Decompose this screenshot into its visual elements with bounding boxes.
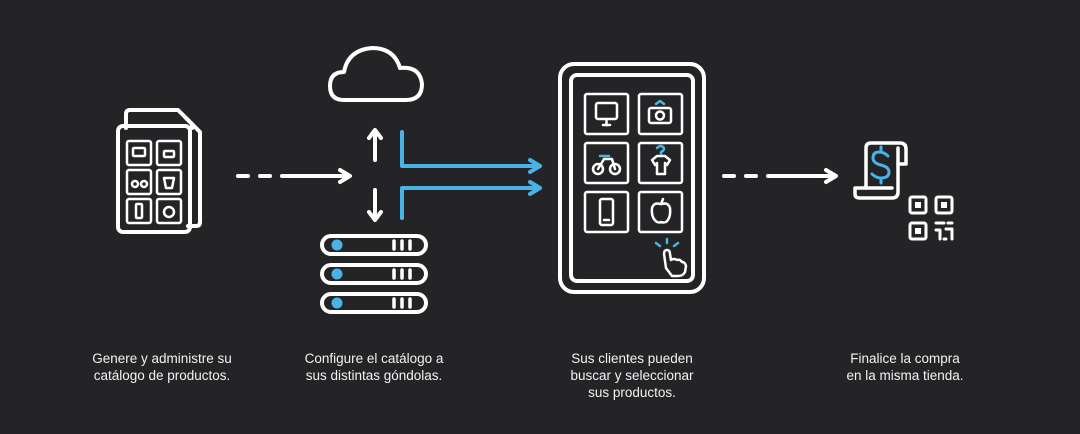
caption-line: sus distintas góndolas. xyxy=(305,368,443,383)
catalog-documents-icon xyxy=(116,108,202,234)
step-4-caption: Finalice la compra en la misma tienda. xyxy=(805,350,1005,384)
tablet-icon xyxy=(558,62,706,294)
distribution-arrows xyxy=(400,130,542,220)
step-3-caption: Sus clientes pueden buscar y seleccionar… xyxy=(532,350,732,401)
caption-line: catálogo de productos. xyxy=(93,368,231,383)
caption-line: buscar y seleccionar xyxy=(570,368,694,383)
caption-line: Finalice la compra xyxy=(850,351,960,366)
caption-line: Sus clientes pueden xyxy=(571,351,693,366)
flow-arrow-1 xyxy=(236,168,352,184)
cloud-icon xyxy=(328,46,424,102)
caption-line: sus productos. xyxy=(588,385,676,400)
server-stack-icon xyxy=(320,234,428,314)
flow-arrow-2 xyxy=(722,168,838,184)
caption-line: Configure el catálogo a xyxy=(304,351,444,366)
step-2-caption: Configure el catálogo a sus distintas gó… xyxy=(274,350,474,384)
qr-code-icon xyxy=(908,195,954,241)
touch-hand-icon xyxy=(654,237,688,278)
caption-line: Genere y administre su xyxy=(92,351,232,366)
caption-line: en la misma tienda. xyxy=(846,368,964,383)
receipt-dollar-icon xyxy=(853,141,908,200)
cloud-server-arrows xyxy=(367,128,383,222)
step-1-caption: Genere y administre su catálogo de produ… xyxy=(62,350,262,384)
